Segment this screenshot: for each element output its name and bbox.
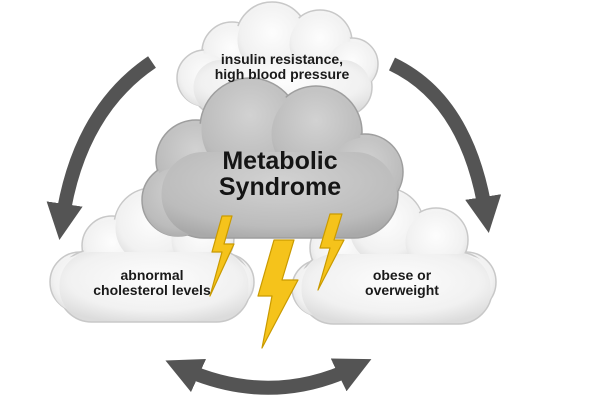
cycle-arrow-icon [388, 57, 502, 233]
right-label-line1: obese or [372, 267, 432, 283]
lightning-bolts [209, 213, 345, 349]
center-label-line1: Metabolic [222, 147, 338, 175]
top-label: insulin resistance, high blood pressure [190, 51, 374, 83]
right-label-line2: overweight [365, 282, 439, 299]
top-label-line2: high blood pressure [214, 66, 350, 83]
lightning-bolt-icon [209, 215, 235, 297]
lightning-bolt-icon [257, 239, 299, 349]
center-label: Metabolic Syndrome [168, 148, 392, 201]
left-label-line2: cholesterol levels [93, 282, 211, 299]
top-label-line1: insulin resistance, [220, 51, 344, 67]
cycle-arrow-icon [165, 358, 372, 395]
center-label-line2: Syndrome [218, 173, 342, 202]
left-label-line1: abnormal [120, 267, 184, 283]
right-label: obese or overweight [332, 267, 472, 299]
lightning-bolt-icon [317, 213, 345, 291]
left-label: abnormal cholesterol levels [64, 267, 240, 299]
cycle-arrow-icon [46, 56, 156, 241]
cycle-arrows [46, 56, 502, 395]
